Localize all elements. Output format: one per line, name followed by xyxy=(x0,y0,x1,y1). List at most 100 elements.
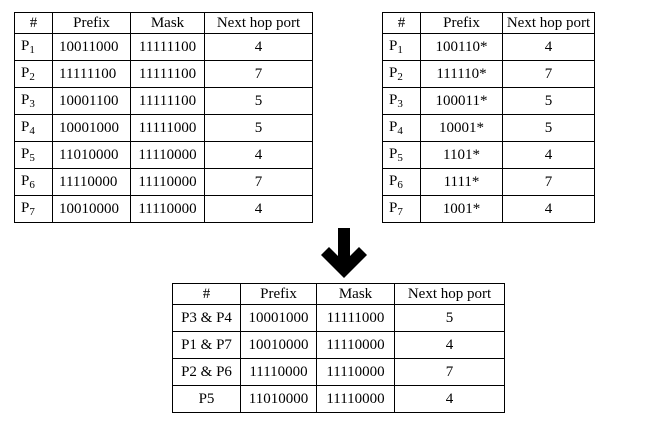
prefix-name-cell: P4 xyxy=(14,114,53,142)
prefix-cell: 11010000 xyxy=(240,385,317,413)
next-hop-cell: 5 xyxy=(204,114,313,142)
prefix-name-cell: P2 xyxy=(382,60,421,88)
prefix-subscript: 2 xyxy=(189,363,197,380)
next-hop-cell: 4 xyxy=(204,141,313,169)
col-header-index: # xyxy=(14,12,53,34)
prefix-name-cell: P7 xyxy=(14,195,53,223)
prefix-subscript: 6 xyxy=(224,363,232,380)
prefix-subscript: 5 xyxy=(29,152,35,164)
merge-ampersand: & xyxy=(196,363,217,380)
prefix-name-cell: P3 xyxy=(14,87,53,115)
prefix-subscript: 1 xyxy=(397,44,403,56)
next-hop-cell: 4 xyxy=(394,331,505,359)
prefix-name-cell: P1 xyxy=(382,33,421,61)
merge-ampersand: & xyxy=(196,309,217,326)
prefix-subscript: 3 xyxy=(397,98,403,110)
prefix-name-cell: P1 xyxy=(14,33,53,61)
prefix-subscript: 7 xyxy=(29,206,35,218)
prefix-cell: 1101* xyxy=(420,141,503,169)
prefix-cell: 10010000 xyxy=(52,195,131,223)
prefix-subscript: 7 xyxy=(224,336,232,353)
prefix-cell: 11110000 xyxy=(52,168,131,196)
prefix-subscript: 2 xyxy=(397,71,403,83)
mask-cell: 11111000 xyxy=(316,304,395,332)
prefix-name: P xyxy=(21,65,30,81)
prefix-name-cell: P3 xyxy=(382,87,421,115)
col-header-index: # xyxy=(382,12,421,34)
col-header-next-hop: Next hop port xyxy=(204,12,313,34)
prefix-subscript: 4 xyxy=(29,125,35,137)
mask-cell: 11110000 xyxy=(130,195,205,223)
col-header-mask: Mask xyxy=(130,12,205,34)
prefix-cell: 1111* xyxy=(420,168,503,196)
next-hop-cell: 4 xyxy=(502,195,595,223)
prefix-subscript: 1 xyxy=(29,44,35,56)
prefix-subscript: 5 xyxy=(397,152,403,164)
col-header-index: # xyxy=(172,283,241,305)
prefix-cell: 11111100 xyxy=(52,60,131,88)
col-header-mask: Mask xyxy=(316,283,395,305)
prefix-cell: 10001* xyxy=(420,114,503,142)
prefix-name-cell: P2 xyxy=(14,60,53,88)
next-hop-cell: 5 xyxy=(204,87,313,115)
prefix-name: P xyxy=(21,119,30,135)
prefix-subscript: 3 xyxy=(29,98,35,110)
col-header-prefix: Prefix xyxy=(240,283,317,305)
prefix-subscript: 6 xyxy=(29,179,35,191)
table-row: P7 1001*4 xyxy=(382,195,595,223)
next-hop-cell: 5 xyxy=(502,114,595,142)
next-hop-cell: 7 xyxy=(394,358,505,386)
prefix-name: P xyxy=(21,38,30,54)
prefix-name: P xyxy=(389,173,398,189)
prefix-name-cell: P3 & P4 xyxy=(172,304,241,332)
next-hop-cell: 4 xyxy=(502,141,595,169)
next-hop-cell: 4 xyxy=(502,33,595,61)
prefix-name: P xyxy=(21,200,30,216)
prefix-name-cell: P2 & P6 xyxy=(172,358,241,386)
prefix-name-cell: P1 & P7 xyxy=(172,331,241,359)
prefix-subscript: 1 xyxy=(189,336,197,353)
prefix-subscript: 5 xyxy=(206,390,215,407)
prefix-name: P xyxy=(198,390,207,407)
prefix-subscript: 3 xyxy=(189,309,197,326)
prefix-name: P xyxy=(389,38,398,54)
mask-cell: 11110000 xyxy=(316,385,395,413)
prefix-name: P xyxy=(389,119,398,135)
prefix-cell: 10010000 xyxy=(240,331,317,359)
prefix-name: P xyxy=(389,92,398,108)
arrow-down-icon xyxy=(321,228,367,278)
mask-cell: 11111100 xyxy=(130,87,205,115)
prefix-name: P xyxy=(21,92,30,108)
next-hop-cell: 4 xyxy=(204,195,313,223)
prefix-name: P xyxy=(389,65,398,81)
prefix-cell: 1001* xyxy=(420,195,503,223)
merge-ampersand: & xyxy=(196,336,217,353)
prefix-subscript: 6 xyxy=(397,179,403,191)
col-header-next-hop: Next hop port xyxy=(502,12,595,34)
prefix-name-cell: P5 xyxy=(172,385,241,413)
prefix-cell: 11010000 xyxy=(52,141,131,169)
prefix-cell: 11110000 xyxy=(240,358,317,386)
table-header-row: # Prefix Next hop port xyxy=(382,12,595,34)
next-hop-cell: 4 xyxy=(394,385,505,413)
mask-cell: 11110000 xyxy=(130,168,205,196)
mask-cell: 11110000 xyxy=(130,141,205,169)
prefix-cell: 100011* xyxy=(420,87,503,115)
prefix-cell: 111110* xyxy=(420,60,503,88)
prefix-name: P xyxy=(389,200,398,216)
prefix-subscript: 7 xyxy=(397,206,403,218)
